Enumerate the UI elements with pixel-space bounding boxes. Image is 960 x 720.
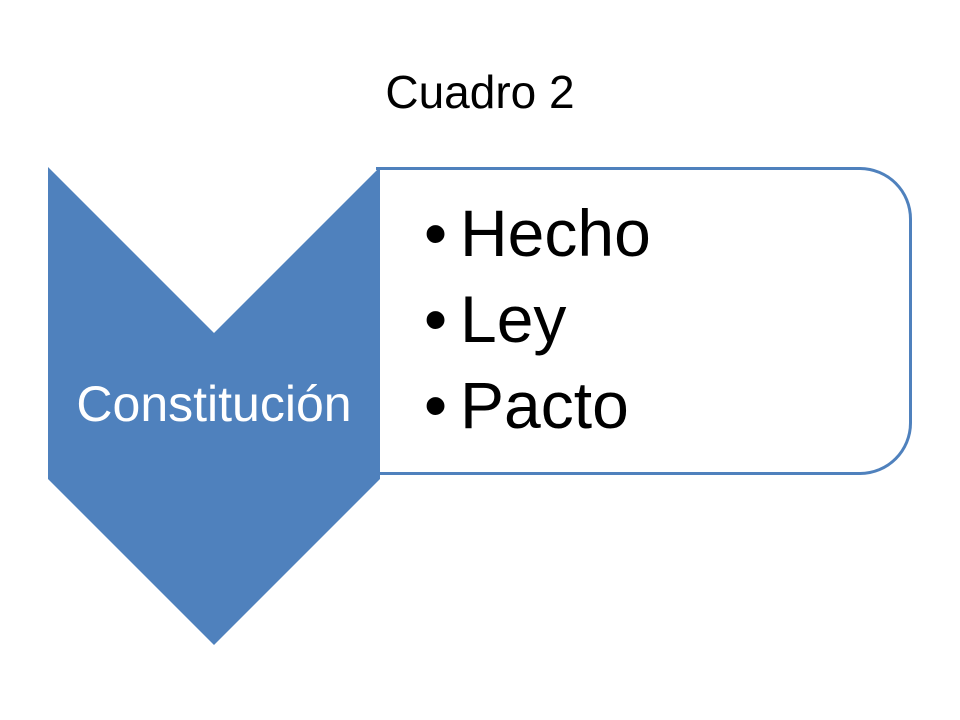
bullet-item: •Pacto <box>424 362 651 448</box>
content-box <box>376 167 912 475</box>
bullet-label: Ley <box>460 282 567 356</box>
bullet-dot: • <box>424 282 448 356</box>
bullet-item: •Hecho <box>424 190 651 276</box>
chevron-label: Constitución <box>76 376 352 432</box>
bullet-item: •Ley <box>424 276 651 362</box>
slide-title: Cuadro 2 <box>385 66 575 118</box>
chevron-fill <box>48 167 380 645</box>
bullet-dot: • <box>424 196 448 270</box>
bullet-dot: • <box>424 368 448 442</box>
bullet-list: •Hecho •Ley •Pacto <box>424 190 651 448</box>
bullet-label: Hecho <box>460 196 651 270</box>
bullet-label: Pacto <box>460 368 629 442</box>
